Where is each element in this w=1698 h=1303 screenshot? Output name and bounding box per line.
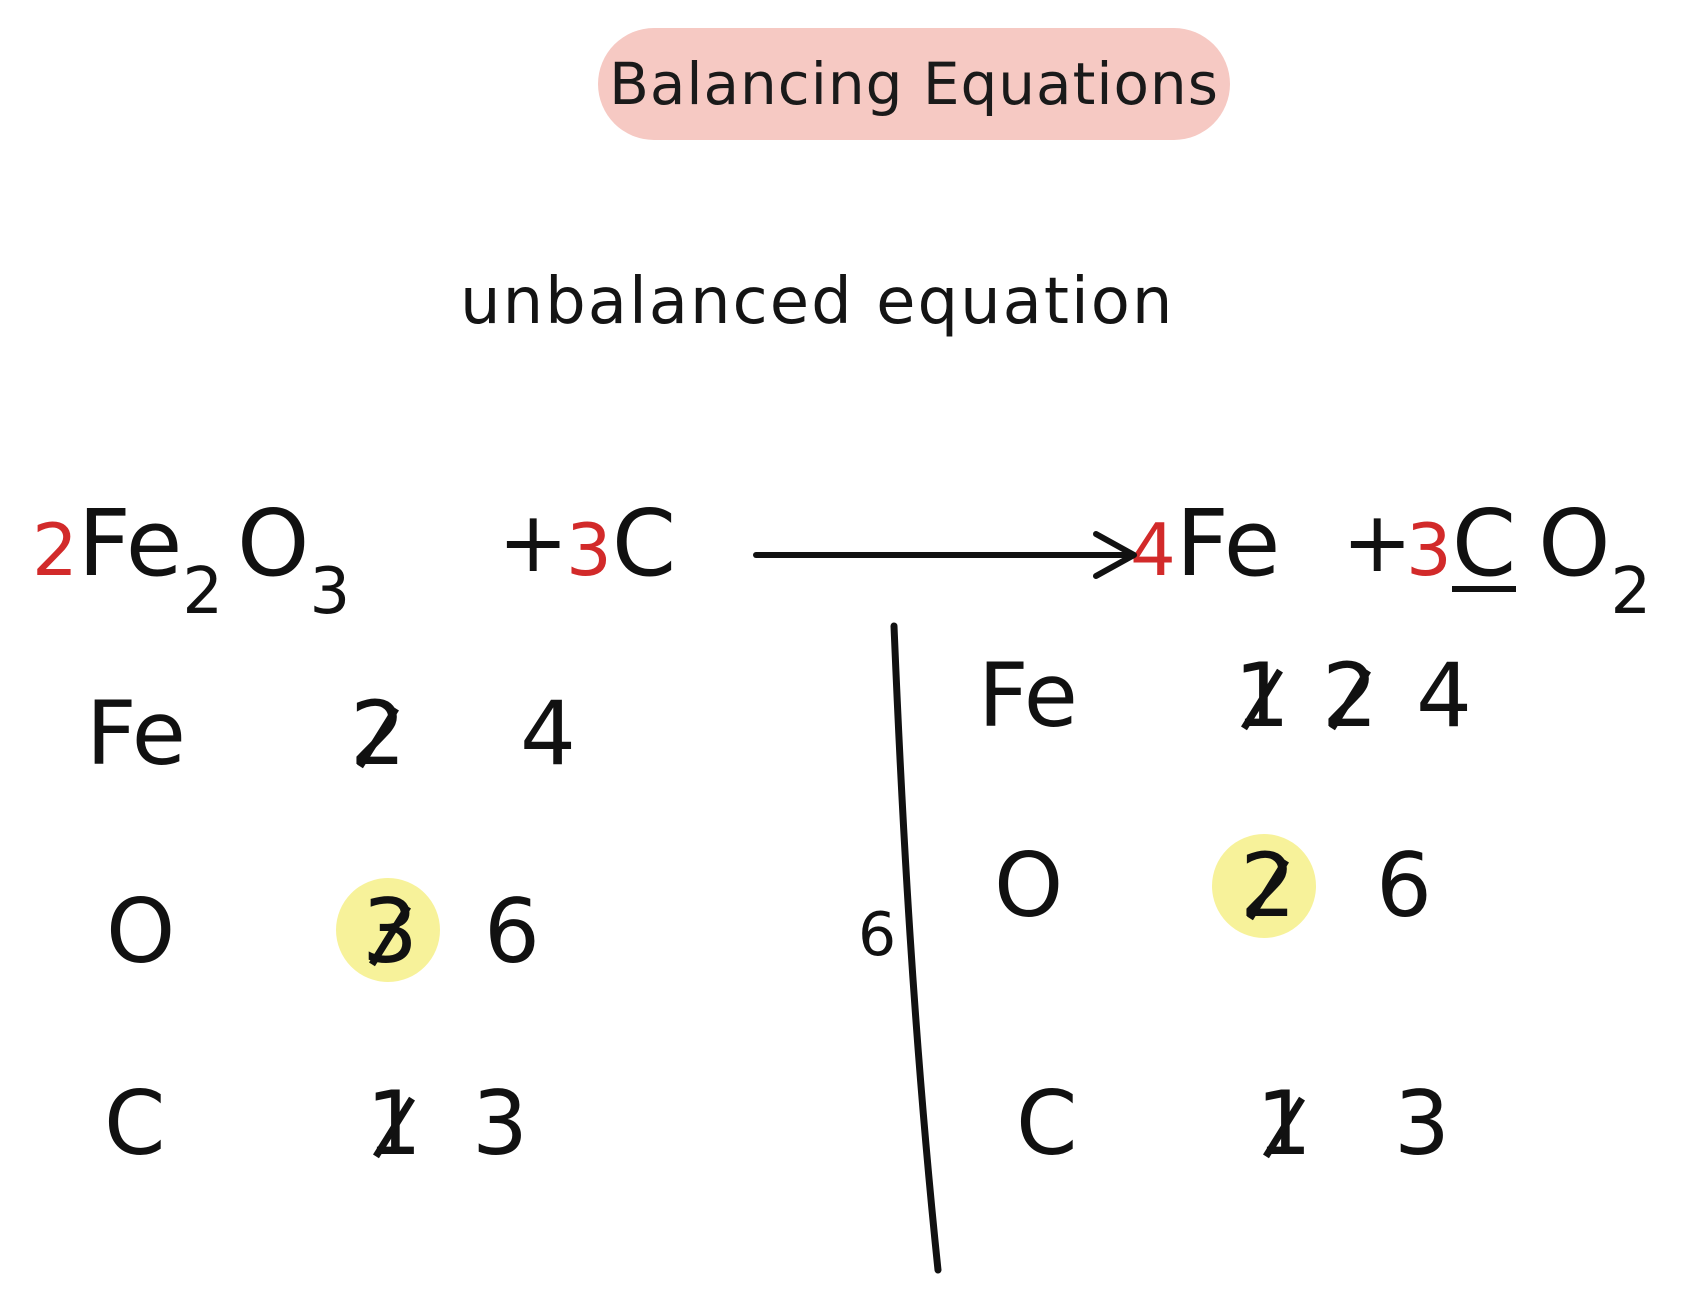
right-fe-new-count: 4 — [1416, 644, 1472, 747]
product-fe: 4Fe — [1130, 498, 1280, 590]
left-fe-new-count: 4 — [520, 682, 576, 785]
left-o-old-value: 3 — [362, 880, 418, 983]
element-c: C — [611, 490, 677, 597]
element-c-product: C — [1451, 490, 1517, 597]
right-fe-old-count-2: 2 — [1322, 652, 1378, 740]
reactant-c: 3C — [566, 498, 676, 590]
plus-sign-left: + — [498, 493, 569, 591]
right-c-new-count: 3 — [1394, 1072, 1450, 1175]
right-label-fe: Fe — [978, 644, 1078, 747]
left-label-c: C — [104, 1072, 166, 1175]
element-fe: Fe — [77, 490, 183, 597]
subscript-o-product: 2 — [1610, 555, 1652, 629]
plus-sign-right: + — [1342, 493, 1413, 591]
right-label-o: O — [994, 834, 1064, 937]
left-label-o: O — [106, 880, 176, 983]
subscript-o: 3 — [309, 555, 351, 629]
title-banner: Balancing Equations — [598, 28, 1230, 140]
left-c-new-count: 3 — [472, 1072, 528, 1175]
right-o-new-count: 6 — [1376, 834, 1432, 937]
right-c-old-value: 1 — [1256, 1072, 1312, 1175]
coefficient-c: 3 — [566, 508, 612, 592]
left-c-old-value: 1 — [366, 1072, 422, 1175]
element-o: O — [237, 490, 310, 597]
side-note-six: 6 — [858, 900, 897, 970]
reaction-arrow-icon — [753, 531, 1137, 579]
right-fe-old-value-2: 2 — [1322, 644, 1378, 747]
coefficient-co2: 3 — [1406, 508, 1452, 592]
right-o-old-count: 2 — [1240, 842, 1296, 930]
left-fe-old-value: 2 — [350, 682, 406, 785]
right-fe-old-value-1: 1 — [1234, 644, 1290, 747]
coefficient-fe: 4 — [1130, 508, 1176, 592]
coefficient-fe2o3: 2 — [32, 508, 78, 592]
left-label-fe: Fe — [86, 682, 186, 785]
element-fe-product: Fe — [1175, 490, 1281, 597]
subtitle: unbalanced equation — [460, 265, 1175, 339]
left-o-new-count: 6 — [484, 880, 540, 983]
page-title: Balancing Equations — [609, 50, 1219, 118]
right-fe-old-count-1: 1 — [1234, 652, 1290, 740]
left-o-old-count: 3 — [362, 888, 418, 976]
element-o-product: O — [1538, 490, 1611, 597]
tally-divider — [890, 622, 942, 1274]
right-o-old-value: 2 — [1240, 834, 1296, 937]
left-fe-old-count: 2 — [350, 690, 406, 778]
subscript-fe: 2 — [182, 555, 224, 629]
left-c-old-count: 1 — [366, 1080, 422, 1168]
right-label-c: C — [1016, 1072, 1078, 1175]
right-c-old-count: 1 — [1256, 1080, 1312, 1168]
